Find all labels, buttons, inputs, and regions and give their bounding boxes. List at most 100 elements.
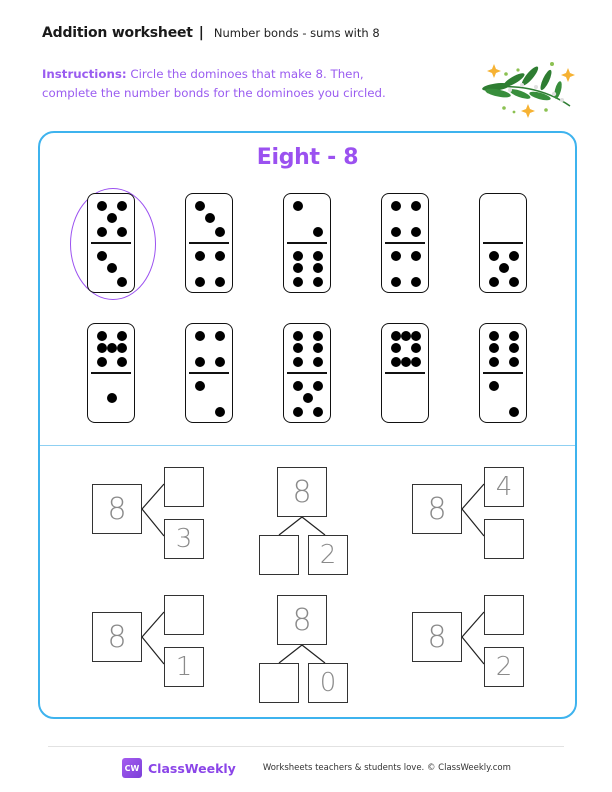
domino-divider <box>385 372 425 374</box>
bond-whole-box: 8 <box>277 595 327 645</box>
bond-part-box[interactable] <box>259 663 299 703</box>
domino[interactable] <box>283 193 331 293</box>
domino-bottom-half <box>480 244 526 292</box>
domino[interactable] <box>87 323 135 423</box>
footer-divider <box>48 746 564 747</box>
domino-pip <box>117 277 127 287</box>
domino-pip <box>195 251 205 261</box>
domino-pip <box>313 381 323 391</box>
domino-bottom-half <box>88 374 134 422</box>
domino-divider <box>189 372 229 374</box>
domino-pip <box>391 201 401 211</box>
domino-pip <box>117 227 127 237</box>
domino-pip <box>391 227 401 237</box>
instructions: Instructions: Circle the dominoes that m… <box>42 65 462 103</box>
domino-top-half <box>186 324 232 372</box>
bond-part-box[interactable] <box>259 535 299 575</box>
worksheet-header: Addition worksheet | Number bonds - sums… <box>42 25 380 41</box>
domino-pip <box>293 381 303 391</box>
leaf-sprig-with-sparkles-icon <box>474 54 578 122</box>
domino-divider <box>91 242 131 244</box>
domino-pip <box>391 343 401 353</box>
classweekly-logo-icon: CW <box>122 758 142 778</box>
domino-pip <box>97 251 107 261</box>
domino-pip <box>411 251 421 261</box>
bond-part-box[interactable]: 0 <box>308 663 348 703</box>
bond-part-box[interactable] <box>164 595 204 635</box>
domino-pip <box>489 251 499 261</box>
domino-pip <box>509 331 519 341</box>
domino[interactable] <box>381 193 429 293</box>
domino[interactable] <box>185 193 233 293</box>
domino[interactable] <box>283 323 331 423</box>
domino-bottom-half <box>284 244 330 292</box>
domino-pip <box>313 357 323 367</box>
bond-whole-box: 8 <box>92 484 142 534</box>
bond-whole-box: 8 <box>277 467 327 517</box>
domino-bottom-half <box>382 374 428 422</box>
domino-pip <box>215 227 225 237</box>
domino-pip <box>509 277 519 287</box>
domino-pip <box>293 407 303 417</box>
domino-bottom-half <box>186 244 232 292</box>
domino-pip <box>489 357 499 367</box>
domino-top-half <box>480 324 526 372</box>
domino-pip <box>509 357 519 367</box>
domino-pip <box>195 381 205 391</box>
domino-top-half <box>284 324 330 372</box>
domino-pip <box>293 331 303 341</box>
domino-top-half <box>186 194 232 242</box>
domino-pip <box>117 343 127 353</box>
domino-pip <box>293 263 303 273</box>
domino[interactable] <box>479 193 527 293</box>
worksheet-title: Addition worksheet <box>42 25 193 41</box>
bond-part-box[interactable]: 4 <box>484 467 524 507</box>
domino-pip <box>411 201 421 211</box>
domino-pip <box>313 343 323 353</box>
domino-pip <box>107 343 117 353</box>
domino[interactable] <box>87 193 135 293</box>
domino-pip <box>401 357 411 367</box>
title-separator: | <box>198 25 204 41</box>
domino-pip <box>313 407 323 417</box>
domino-divider <box>483 372 523 374</box>
bond-part-box[interactable] <box>164 467 204 507</box>
bond-whole-box: 8 <box>412 612 462 662</box>
bond-part-box[interactable]: 1 <box>164 647 204 687</box>
domino-bottom-half <box>382 244 428 292</box>
domino-pip <box>117 331 127 341</box>
footer: CW ClassWeekly Worksheets teachers & stu… <box>122 758 511 778</box>
domino-pip <box>509 251 519 261</box>
domino-pip <box>411 343 421 353</box>
bond-part-box[interactable]: 2 <box>308 535 348 575</box>
domino-divider <box>287 242 327 244</box>
domino-divider <box>483 242 523 244</box>
domino-pip <box>195 277 205 287</box>
domino-top-half <box>284 194 330 242</box>
domino-pip <box>499 263 509 273</box>
domino[interactable] <box>479 323 527 423</box>
worksheet-subtitle: Number bonds - sums with 8 <box>213 26 380 40</box>
domino-pip <box>215 251 225 261</box>
domino-pip <box>215 277 225 287</box>
bond-part-box[interactable] <box>484 519 524 559</box>
domino[interactable] <box>185 323 233 423</box>
bond-part-box[interactable]: 3 <box>164 519 204 559</box>
domino-top-half <box>88 194 134 242</box>
domino-top-half <box>88 324 134 372</box>
domino-pip <box>489 277 499 287</box>
domino-pip <box>411 331 421 341</box>
domino-pip <box>97 227 107 237</box>
domino-pip <box>205 213 215 223</box>
bond-part-box[interactable] <box>484 595 524 635</box>
circled-domino-mark <box>70 188 156 300</box>
domino-divider <box>91 372 131 374</box>
domino-pip <box>97 343 107 353</box>
bond-part-box[interactable]: 2 <box>484 647 524 687</box>
domino-pip <box>97 357 107 367</box>
domino-top-half <box>480 194 526 242</box>
domino-pip <box>215 357 225 367</box>
domino[interactable] <box>381 323 429 423</box>
domino-bottom-half <box>284 374 330 422</box>
domino-pip <box>215 331 225 341</box>
